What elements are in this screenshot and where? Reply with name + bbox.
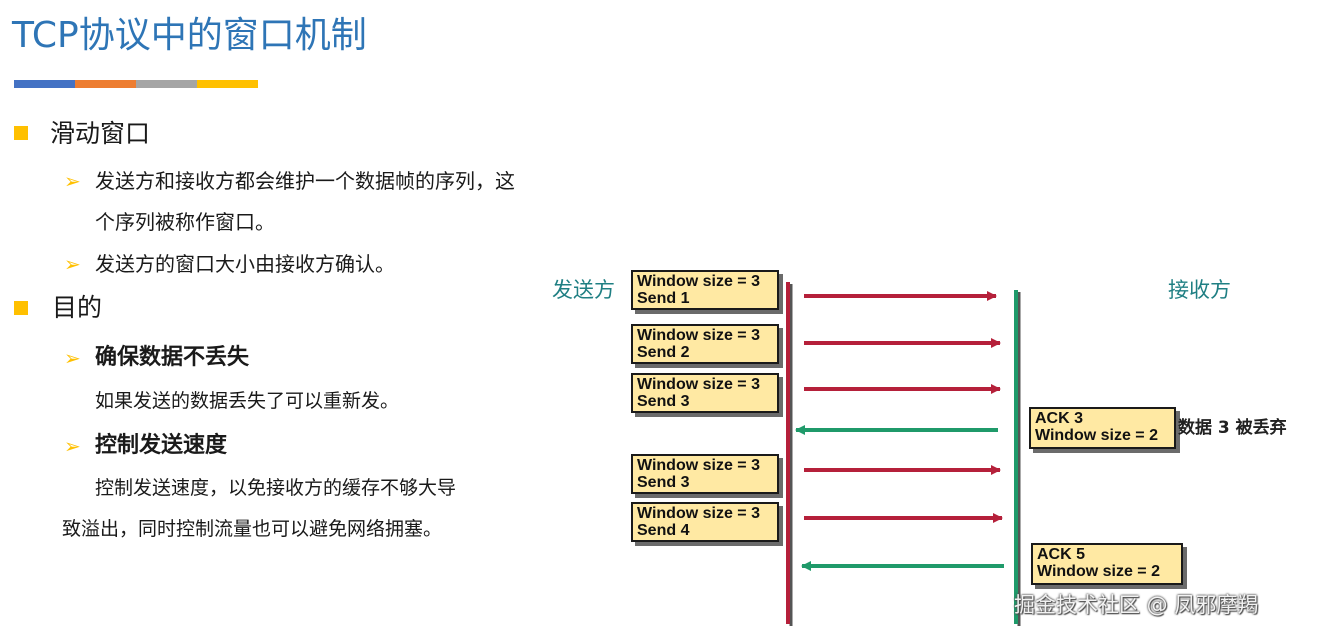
box-line: Window size = 3 — [637, 327, 760, 344]
box-line: Window size = 3 — [637, 273, 760, 290]
box-line: Window size = 2 — [1035, 427, 1158, 444]
section-heading-purpose: 目的 — [52, 293, 103, 322]
receiver-ack-box: ACK 3 Window size = 2 — [1029, 407, 1176, 449]
box-line: ACK 3 — [1035, 410, 1084, 427]
title-underline-blue — [14, 80, 75, 88]
sender-window-box: Window size = 3 Send 3 — [631, 454, 779, 494]
box-line: Send 1 — [637, 290, 690, 307]
box-line: Window size = 3 — [637, 457, 760, 474]
sender-window-box: Window size = 3 Send 3 — [631, 373, 779, 413]
bullet-text: 发送方和接收方都会维护一个数据帧的序列，这 — [95, 169, 515, 193]
sender-window-box: Window size = 3 Send 4 — [631, 502, 779, 542]
sender-window-box: Window size = 3 Send 1 — [631, 270, 779, 310]
box-line: ACK 5 — [1037, 546, 1086, 563]
bullet-arrow-icon: ➢ — [64, 346, 81, 370]
box-line: Send 3 — [637, 393, 690, 410]
subsection-text: 控制发送速度，以免接收方的缓存不够大导 — [95, 477, 457, 499]
receiver-ack-box: ACK 5 Window size = 2 — [1031, 543, 1183, 585]
sender-window-box: Window size = 3 Send 2 — [631, 324, 779, 364]
title-underline-orange — [75, 80, 136, 88]
subsection-heading: 确保数据不丢失 — [95, 344, 250, 370]
watermark: 掘金技术社区 @ 凤邪摩羯 — [1014, 593, 1259, 617]
section-heading-sliding-window: 滑动窗口 — [50, 119, 151, 148]
drop-note: 数据 3 被丢弃 — [1178, 418, 1287, 438]
bullet-text: 个序列被称作窗口。 — [95, 210, 275, 234]
bullet-square-icon — [14, 301, 28, 315]
bullet-arrow-icon: ➢ — [64, 434, 81, 458]
subsection-text: 如果发送的数据丢失了可以重新发。 — [95, 390, 400, 412]
box-line: Window size = 3 — [637, 376, 760, 393]
subsection-heading: 控制发送速度 — [95, 432, 228, 458]
bullet-arrow-icon: ➢ — [64, 252, 81, 276]
subsection-text: 致溢出，同时控制流量也可以避免网络拥塞。 — [62, 518, 443, 540]
box-line: Send 3 — [637, 474, 690, 491]
bullet-text: 发送方的窗口大小由接收方确认。 — [95, 252, 395, 276]
bullet-arrow-icon: ➢ — [64, 169, 81, 193]
sender-label: 发送方 — [552, 278, 615, 302]
page-title: TCP协议中的窗口机制 — [12, 15, 367, 56]
receiver-label: 接收方 — [1168, 278, 1231, 302]
title-underline-yellow — [197, 80, 258, 88]
bullet-square-icon — [14, 126, 28, 140]
title-underline — [14, 80, 258, 88]
box-line: Send 4 — [637, 522, 690, 539]
box-line: Send 2 — [637, 344, 690, 361]
box-line: Window size = 3 — [637, 505, 760, 522]
box-line: Window size = 2 — [1037, 563, 1160, 580]
title-underline-gray — [136, 80, 197, 88]
